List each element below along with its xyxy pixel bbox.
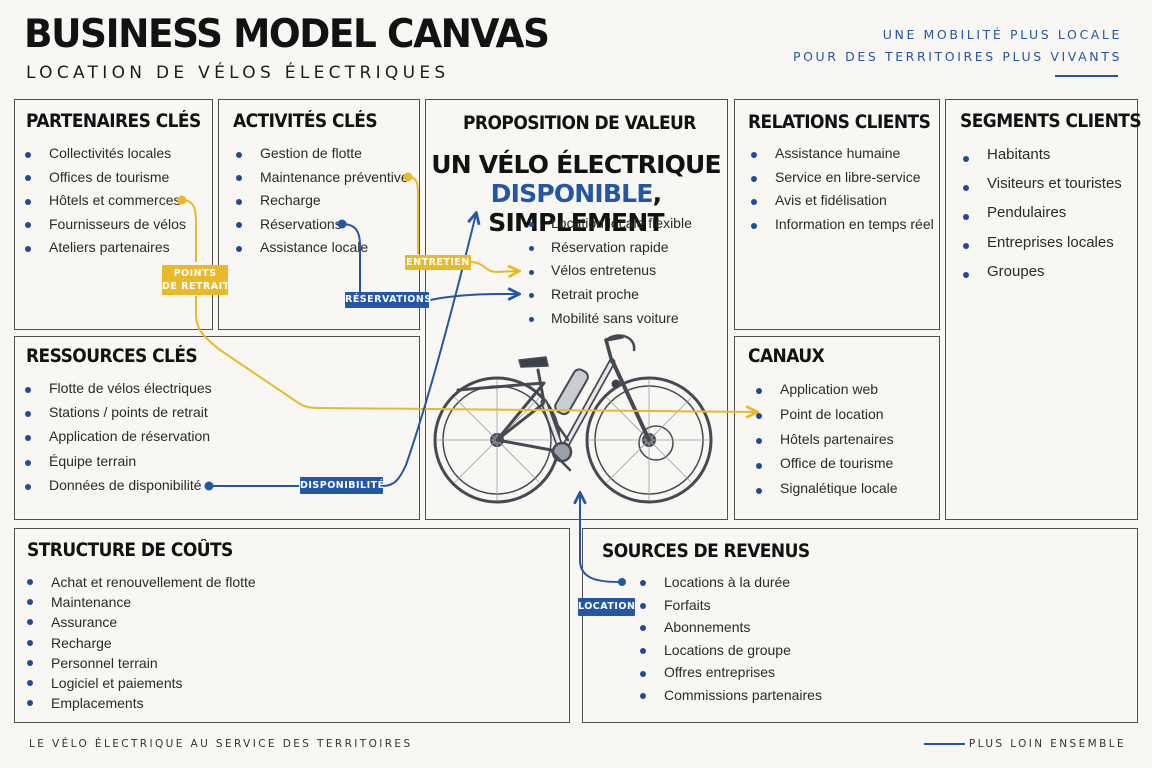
electric-bike-icon xyxy=(433,334,713,504)
list-item: Application de réservation xyxy=(25,426,212,450)
list-item: Locations de groupe xyxy=(640,640,822,663)
proposition-list: Location locale flexible Réservation rap… xyxy=(527,213,692,331)
list-item: Habitants xyxy=(963,144,1122,173)
list-item: Hôtels et commerces xyxy=(25,190,186,214)
tag-entretien: ENTRETIEN xyxy=(405,255,471,270)
tag-location: LOCATION xyxy=(578,598,635,616)
segments-list: Habitants Visiteurs et touristes Pendula… xyxy=(963,144,1122,290)
page-title: BUSINESS MODEL CANVAS xyxy=(24,12,550,57)
activites-title: ACTIVITÉS CLÉS xyxy=(233,111,378,132)
list-item: Stations / points de retrait xyxy=(25,402,212,426)
block-activites-cles xyxy=(218,99,420,330)
list-item: Hôtels partenaires xyxy=(756,429,898,454)
list-item: Location locale flexible xyxy=(527,213,692,237)
relations-title: RELATIONS CLIENTS xyxy=(748,112,931,133)
partenaires-title: PARTENAIRES CLÉS xyxy=(26,111,201,132)
activites-list: Gestion de flotte Maintenance préventive… xyxy=(236,143,409,261)
value-headline: UN VÉLO ÉLECTRIQUE DISPONIBLE, SIMPLEMEN… xyxy=(426,150,726,237)
tagline-line-2: POUR DES TERRITOIRES PLUS VIVANTS xyxy=(792,49,1122,64)
revenus-title: SOURCES DE REVENUS xyxy=(602,541,810,562)
list-item: Retrait proche xyxy=(527,284,692,308)
list-item: Logiciel et paiements xyxy=(27,673,256,693)
list-item: Groupes xyxy=(963,261,1122,290)
list-item: Réservations xyxy=(236,214,409,238)
list-item: Locations à la durée xyxy=(640,572,822,595)
footer-rule xyxy=(924,743,965,745)
ressources-list: Flotte de vélos électriques Stations / p… xyxy=(25,378,212,499)
list-item: Collectivités locales xyxy=(25,143,186,167)
tag-points-de-retrait: POINTS DE RETRAIT xyxy=(162,265,230,295)
list-item: Recharge xyxy=(27,633,256,653)
block-structure-de-couts xyxy=(14,528,570,723)
list-item: Application web xyxy=(756,379,898,404)
list-item: Pendulaires xyxy=(963,202,1122,231)
list-item: Emplacements xyxy=(27,693,256,713)
list-item: Assistance humaine xyxy=(751,143,934,167)
list-item: Point de location xyxy=(756,404,898,429)
tagline: UNE MOBILITÉ PLUS LOCALE POUR DES TERRIT… xyxy=(793,24,1122,68)
list-item: Service en libre-service xyxy=(751,167,934,191)
list-item: Abonnements xyxy=(640,617,822,640)
footer-right: PLUS LOIN ENSEMBLE xyxy=(968,738,1126,750)
list-item: Achat et renouvellement de flotte xyxy=(27,572,256,592)
revenus-list: Locations à la durée Forfaits Abonnement… xyxy=(640,572,822,708)
value-headline-emphasis: DISPONIBLE xyxy=(490,179,654,208)
list-item: Avis et fidélisation xyxy=(751,190,934,214)
tag-disponibilite: DISPONIBILITÉ xyxy=(300,477,384,494)
list-item: Maintenance xyxy=(27,592,256,612)
list-item: Forfaits xyxy=(640,595,822,618)
list-item: Personnel terrain xyxy=(27,653,256,673)
canaux-list: Application web Point de location Hôtels… xyxy=(756,379,898,503)
list-item: Commissions partenaires xyxy=(640,685,822,708)
couts-list: Achat et renouvellement de flotte Mainte… xyxy=(27,572,256,713)
list-item: Offices de tourisme xyxy=(25,167,186,191)
page-subtitle: LOCATION DE VÉLOS ÉLECTRIQUES xyxy=(26,63,450,83)
list-item: Offres entreprises xyxy=(640,662,822,685)
footer-left: LE VÉLO ÉLECTRIQUE AU SERVICE DES TERRIT… xyxy=(29,738,413,750)
list-item: Information en temps réel xyxy=(751,214,934,238)
segments-title: SEGMENTS CLIENTS xyxy=(960,111,1142,132)
list-item: Réservation rapide xyxy=(527,237,692,261)
block-relations-clients xyxy=(734,99,940,330)
tag-reservations: RÉSERVATIONS xyxy=(345,292,431,308)
list-item: Assurance xyxy=(27,612,256,632)
list-item: Maintenance préventive xyxy=(236,167,409,191)
value-headline-rest: , SIMPLEMENT xyxy=(488,179,664,237)
tagline-rule xyxy=(1055,75,1118,77)
list-item: Assistance locale xyxy=(236,237,409,261)
list-item: Entreprises locales xyxy=(963,232,1122,261)
partenaires-list: Collectivités locales Offices de tourism… xyxy=(25,143,186,261)
list-item: Fournisseurs de vélos xyxy=(25,214,186,238)
relations-list: Assistance humaine Service en libre-serv… xyxy=(751,143,934,238)
list-item: Données de disponibilité xyxy=(25,475,212,499)
list-item: Office de tourisme xyxy=(756,453,898,478)
block-segments-clients xyxy=(945,99,1138,520)
tag-points-de-retrait-line-2: DE RETRAIT xyxy=(162,281,230,292)
list-item: Gestion de flotte xyxy=(236,143,409,167)
list-item: Visiteurs et touristes xyxy=(963,173,1122,202)
tag-points-de-retrait-line-1: POINTS xyxy=(173,268,217,279)
list-item: Flotte de vélos électriques xyxy=(25,378,212,402)
list-item: Ateliers partenaires xyxy=(25,237,186,261)
proposition-title: PROPOSITION DE VALEUR xyxy=(463,113,696,134)
block-sources-de-revenus xyxy=(582,528,1138,723)
ressources-title: RESSOURCES CLÉS xyxy=(26,346,198,367)
couts-title: STRUCTURE DE COÛTS xyxy=(27,540,233,561)
tagline-line-1: UNE MOBILITÉ PLUS LOCALE xyxy=(882,27,1122,42)
value-headline-line-1: UN VÉLO ÉLECTRIQUE xyxy=(431,150,721,179)
block-canaux xyxy=(734,336,940,520)
canaux-title: CANAUX xyxy=(748,346,825,367)
list-item: Recharge xyxy=(236,190,409,214)
list-item: Équipe terrain xyxy=(25,451,212,475)
list-item: Signalétique locale xyxy=(756,478,898,503)
value-headline-line-2: DISPONIBLE, SIMPLEMENT xyxy=(426,179,726,237)
list-item: Vélos entretenus xyxy=(527,260,692,284)
block-proposition-de-valeur xyxy=(425,99,728,520)
list-item: Mobilité sans voiture xyxy=(527,308,692,332)
